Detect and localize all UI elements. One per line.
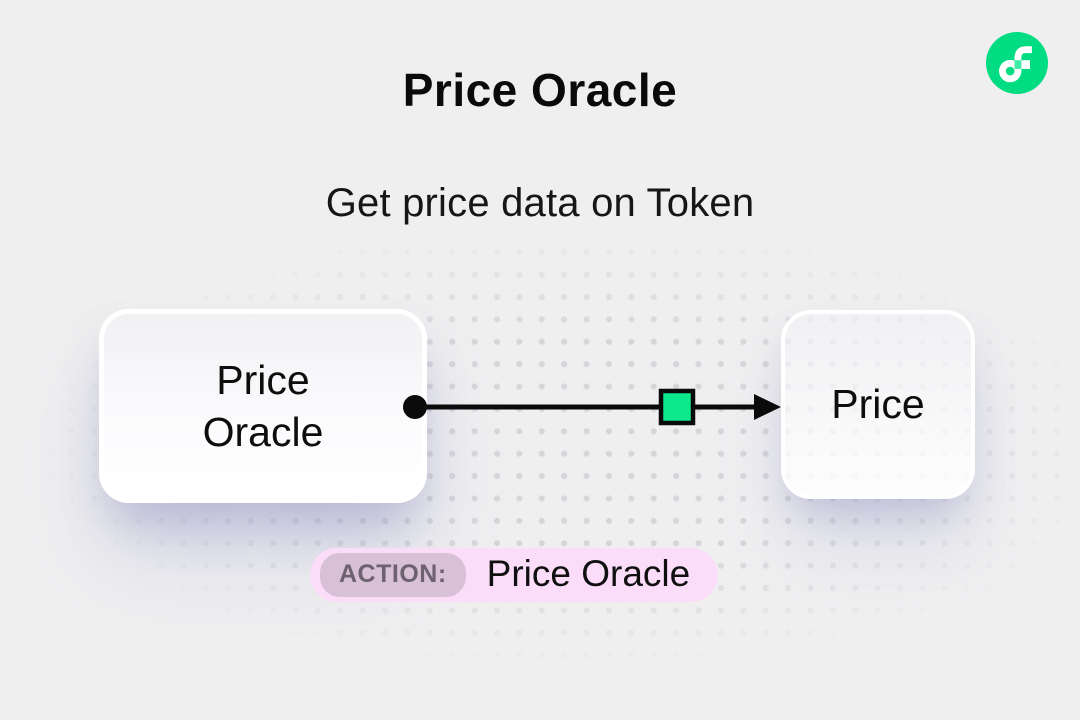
page-title: Price Oracle: [402, 64, 678, 116]
action-badge: ACTION: Price Oracle: [310, 548, 719, 602]
node-price-oracle: Price Oracle: [99, 309, 427, 503]
page-subtitle: Get price data on Token: [325, 181, 755, 225]
flow-logo-crossbar: [1021, 60, 1031, 69]
node-price-label: Price: [831, 381, 925, 427]
flow-logo-icon: [986, 32, 1048, 94]
flow-logo-notch: [1014, 60, 1022, 69]
flow-logo-stem: [1014, 46, 1032, 72]
action-badge-label: ACTION:: [320, 553, 466, 597]
action-badge-value: Price Oracle: [486, 553, 691, 594]
node-price: Price: [781, 310, 975, 499]
node-price-oracle-label: Price Oracle: [202, 356, 324, 455]
